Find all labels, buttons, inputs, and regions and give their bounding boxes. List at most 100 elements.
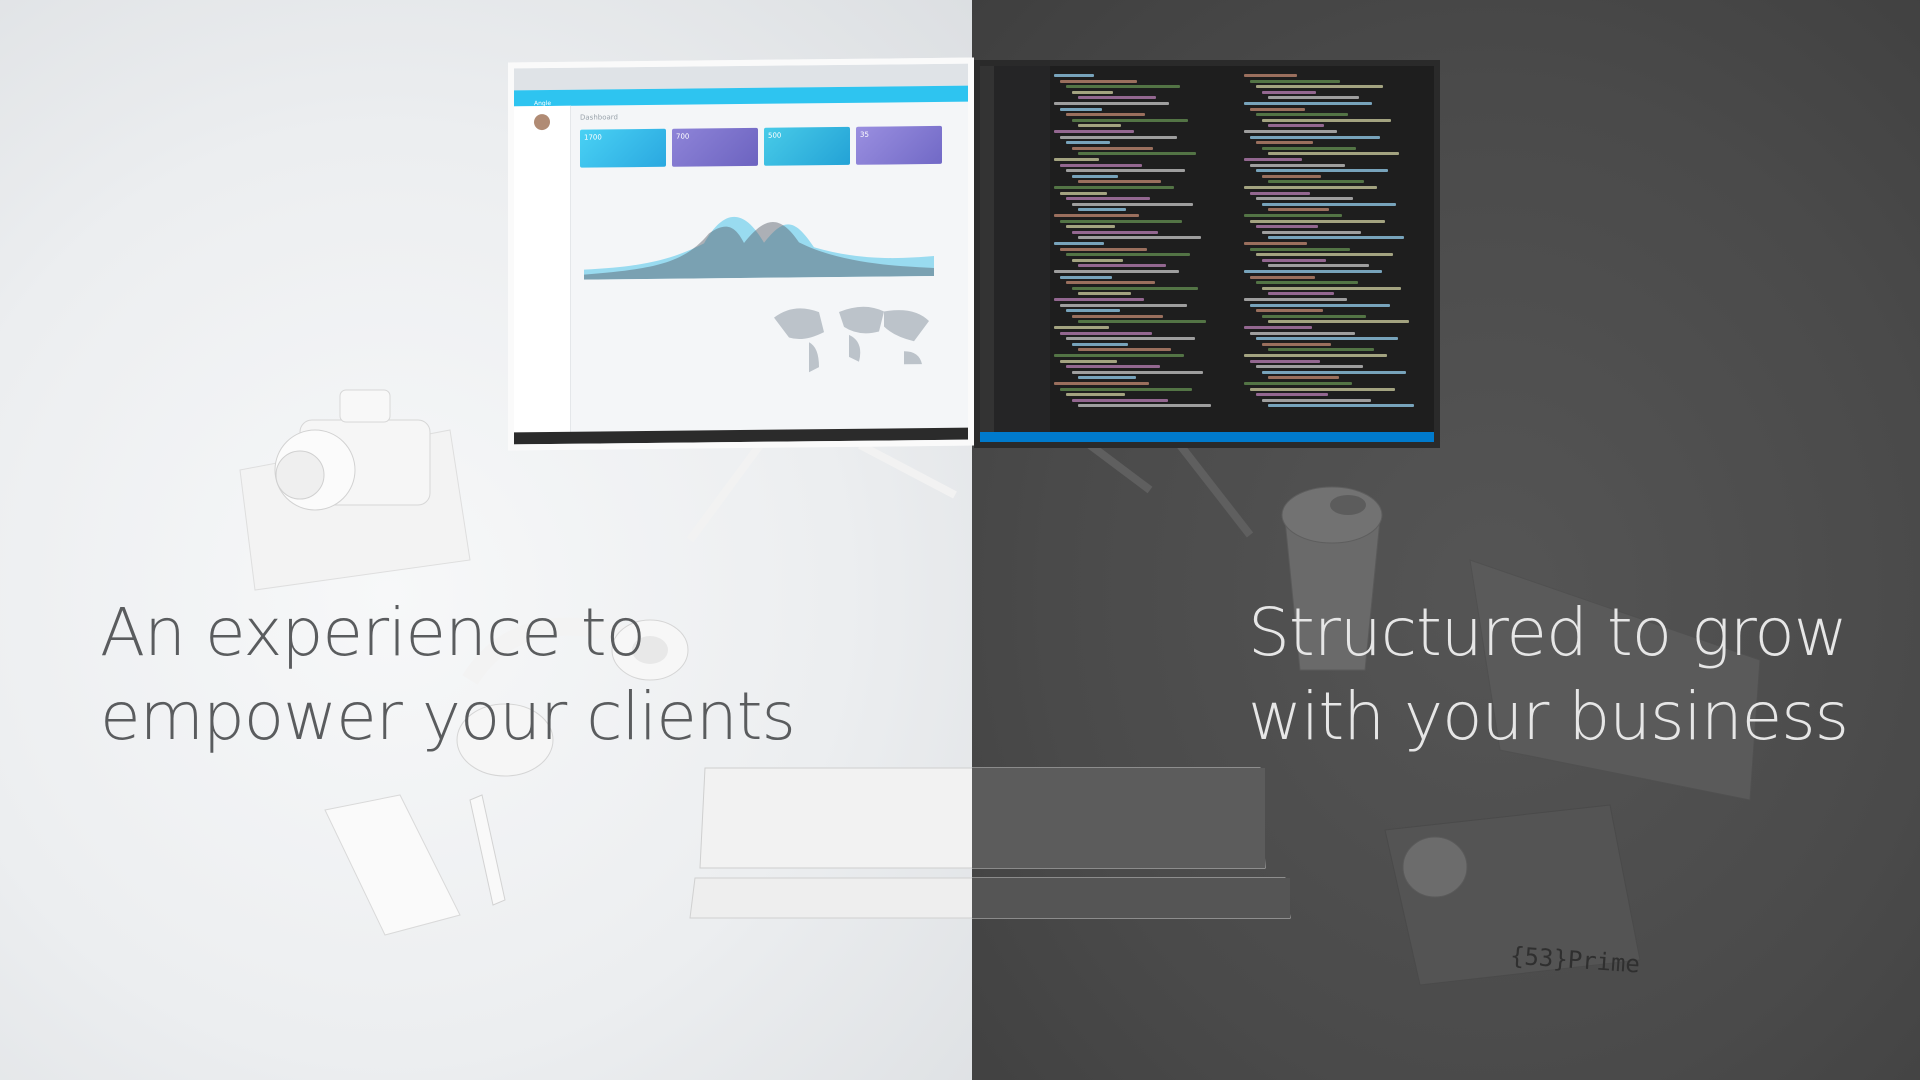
code-line bbox=[1060, 359, 1117, 363]
monitor-stand bbox=[686, 441, 1254, 543]
code-line bbox=[1262, 202, 1396, 206]
code-line bbox=[1250, 163, 1345, 167]
code-line bbox=[1256, 365, 1363, 369]
code-line bbox=[1072, 342, 1128, 346]
code-line bbox=[1066, 169, 1185, 173]
code-line bbox=[1250, 191, 1310, 195]
code-line bbox=[1054, 186, 1174, 189]
code-line bbox=[1066, 365, 1160, 369]
editor-code-area bbox=[1054, 74, 1428, 430]
code-line bbox=[1268, 208, 1329, 212]
code-line bbox=[1072, 258, 1123, 262]
code-line bbox=[1244, 130, 1337, 133]
code-line bbox=[1072, 286, 1198, 290]
code-line bbox=[1262, 174, 1321, 178]
code-line bbox=[1250, 135, 1380, 139]
code-line bbox=[1072, 90, 1113, 94]
code-line bbox=[1268, 292, 1334, 296]
code-line bbox=[1078, 264, 1166, 268]
code-line bbox=[1256, 113, 1348, 117]
stat-value: 500 bbox=[768, 131, 782, 140]
code-line bbox=[1066, 85, 1180, 89]
code-line bbox=[1262, 258, 1326, 262]
dashboard-header: Angle bbox=[514, 85, 968, 107]
code-line bbox=[1244, 326, 1312, 329]
code-line bbox=[1262, 286, 1401, 290]
code-line bbox=[1060, 331, 1152, 335]
code-line bbox=[1250, 107, 1305, 111]
code-line bbox=[1054, 382, 1149, 385]
stat-card-2: 700 bbox=[672, 127, 758, 167]
code-line bbox=[1250, 275, 1315, 279]
code-line bbox=[1256, 225, 1318, 229]
code-line bbox=[1256, 309, 1323, 313]
code-line bbox=[1244, 354, 1387, 357]
code-line bbox=[1054, 130, 1134, 133]
code-line bbox=[1078, 320, 1206, 324]
stat-value: 1700 bbox=[584, 133, 602, 142]
code-line bbox=[1250, 79, 1340, 83]
code-line bbox=[1054, 74, 1094, 77]
code-line bbox=[1078, 404, 1211, 408]
code-line bbox=[1054, 242, 1104, 245]
world-map-graphic bbox=[774, 306, 929, 373]
area-chart-graphic bbox=[584, 217, 934, 280]
code-line bbox=[1262, 230, 1361, 234]
code-line bbox=[1072, 398, 1168, 402]
code-line bbox=[1054, 270, 1179, 273]
code-line bbox=[1262, 342, 1331, 346]
code-line bbox=[1250, 387, 1395, 391]
code-line bbox=[1268, 236, 1404, 240]
code-line bbox=[1072, 202, 1193, 206]
code-line bbox=[1054, 298, 1144, 301]
headline-left-line2: empower your clients bbox=[100, 678, 796, 755]
phone-object bbox=[324, 794, 461, 936]
code-line bbox=[1054, 102, 1169, 105]
code-line bbox=[1072, 174, 1118, 178]
code-line bbox=[1256, 337, 1398, 341]
code-line bbox=[1060, 107, 1102, 111]
code-line bbox=[1078, 180, 1161, 184]
code-line bbox=[1054, 326, 1109, 329]
code-line bbox=[1060, 79, 1137, 83]
code-line bbox=[1078, 348, 1171, 352]
code-line bbox=[1078, 208, 1126, 212]
code-line bbox=[1256, 281, 1358, 285]
code-line bbox=[1262, 314, 1366, 318]
monitor: Angle Dashboard 1700 700 500 35 bbox=[508, 57, 1440, 451]
code-line bbox=[1256, 197, 1353, 201]
magazine-object bbox=[1469, 559, 1761, 801]
code-line bbox=[1256, 253, 1393, 257]
stat-value: 35 bbox=[860, 130, 869, 139]
code-line bbox=[1244, 270, 1382, 273]
code-line bbox=[1244, 214, 1342, 217]
pen-object bbox=[469, 794, 506, 906]
code-line bbox=[1066, 309, 1120, 313]
editor-status-bar bbox=[980, 432, 1434, 442]
code-line bbox=[1256, 85, 1383, 89]
code-line bbox=[1268, 152, 1399, 156]
code-line bbox=[1072, 118, 1188, 122]
code-line bbox=[1066, 225, 1115, 229]
editor-activity-bar bbox=[980, 66, 994, 432]
dashboard-sidebar bbox=[514, 105, 571, 445]
code-line bbox=[1066, 253, 1190, 257]
code-line bbox=[1072, 146, 1153, 150]
code-line bbox=[1078, 292, 1131, 296]
code-line bbox=[1250, 219, 1385, 223]
code-line bbox=[1268, 180, 1364, 184]
code-line bbox=[1078, 152, 1196, 156]
code-line bbox=[1268, 96, 1359, 100]
keyboard-object bbox=[689, 767, 1291, 919]
code-line bbox=[1262, 118, 1391, 122]
code-line bbox=[1060, 135, 1177, 139]
code-line bbox=[1066, 337, 1195, 341]
code-line bbox=[1268, 124, 1324, 128]
code-line bbox=[1256, 169, 1388, 173]
headline-right-line1: Structured to grow bbox=[1248, 594, 1848, 671]
code-line bbox=[1078, 124, 1121, 128]
dashboard-screen: Angle Dashboard 1700 700 500 35 bbox=[508, 57, 974, 451]
code-line bbox=[1060, 219, 1182, 223]
